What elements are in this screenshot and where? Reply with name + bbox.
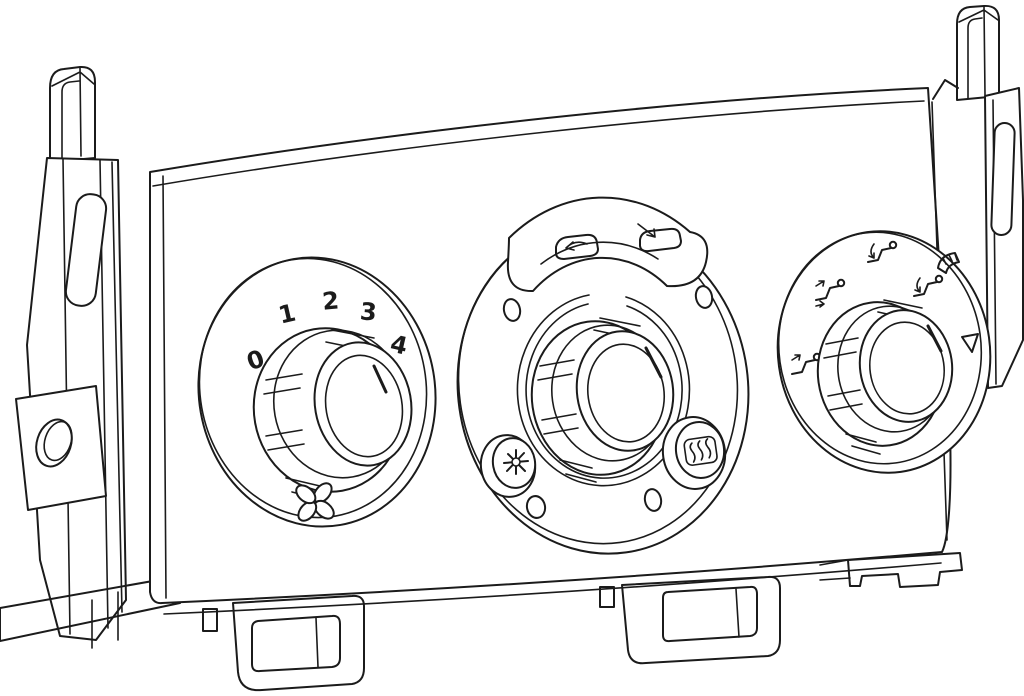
dial-arc-slot bbox=[516, 294, 691, 487]
knob-cap bbox=[313, 341, 413, 467]
top-left-clip bbox=[49, 65, 96, 163]
fan-speed-dial: 0 1 2 3 4 bbox=[197, 256, 437, 528]
bracket-slot bbox=[990, 122, 1016, 236]
knob-pointer bbox=[926, 324, 943, 353]
knob-cap bbox=[575, 330, 675, 452]
foot-defrost-icon bbox=[913, 252, 960, 297]
bottom-right-tab bbox=[599, 575, 781, 665]
bracket-slot bbox=[64, 193, 108, 307]
screw-hole bbox=[525, 495, 547, 519]
foot-vent-icon bbox=[867, 240, 898, 263]
rear-defrost-button bbox=[661, 416, 727, 490]
knob-pointer bbox=[372, 364, 388, 394]
top-right-clip bbox=[932, 4, 1000, 101]
ac-button bbox=[479, 434, 537, 498]
knob-cap bbox=[858, 309, 954, 423]
center-knob bbox=[530, 317, 675, 483]
right-bracket bbox=[984, 87, 1024, 389]
left-mount-flange bbox=[15, 385, 107, 511]
fan-speed-label-1: 1 bbox=[276, 299, 299, 330]
fan-icon bbox=[295, 482, 335, 522]
fresh-air-icon bbox=[637, 223, 682, 253]
bottom-left-tab bbox=[202, 594, 365, 692]
flange-hole bbox=[35, 418, 73, 468]
plate-bottom-edge bbox=[163, 562, 942, 615]
fan-speed-labels: 0 1 2 3 4 bbox=[243, 286, 410, 376]
fan-speed-label-4: 4 bbox=[388, 330, 411, 361]
tab-notch bbox=[202, 608, 218, 632]
dial-pointer-tab bbox=[961, 333, 979, 353]
plate-left-edge bbox=[162, 175, 167, 599]
air-intake-lever bbox=[506, 196, 709, 293]
center-dial bbox=[456, 196, 750, 555]
plate-top-edge bbox=[152, 100, 925, 187]
knob-grip-ribs bbox=[823, 299, 923, 455]
ac-snowflake-icon bbox=[503, 449, 529, 475]
bilevel-vent-icon bbox=[815, 278, 846, 308]
knob-pointer bbox=[644, 346, 663, 379]
tab-hole bbox=[662, 585, 758, 643]
recirculate-air-icon bbox=[555, 233, 599, 260]
screw-hole bbox=[694, 285, 714, 309]
fan-knob bbox=[252, 327, 413, 501]
tab-hole bbox=[251, 614, 341, 673]
mode-knob bbox=[816, 299, 954, 455]
screw-hole bbox=[643, 488, 663, 512]
fan-speed-label-3: 3 bbox=[359, 297, 378, 326]
rear-defrost-icon bbox=[683, 435, 718, 466]
screw-hole bbox=[502, 298, 522, 322]
fan-speed-label-2: 2 bbox=[321, 286, 340, 315]
airflow-mode-dial bbox=[776, 230, 992, 474]
tab-notch bbox=[599, 586, 615, 608]
